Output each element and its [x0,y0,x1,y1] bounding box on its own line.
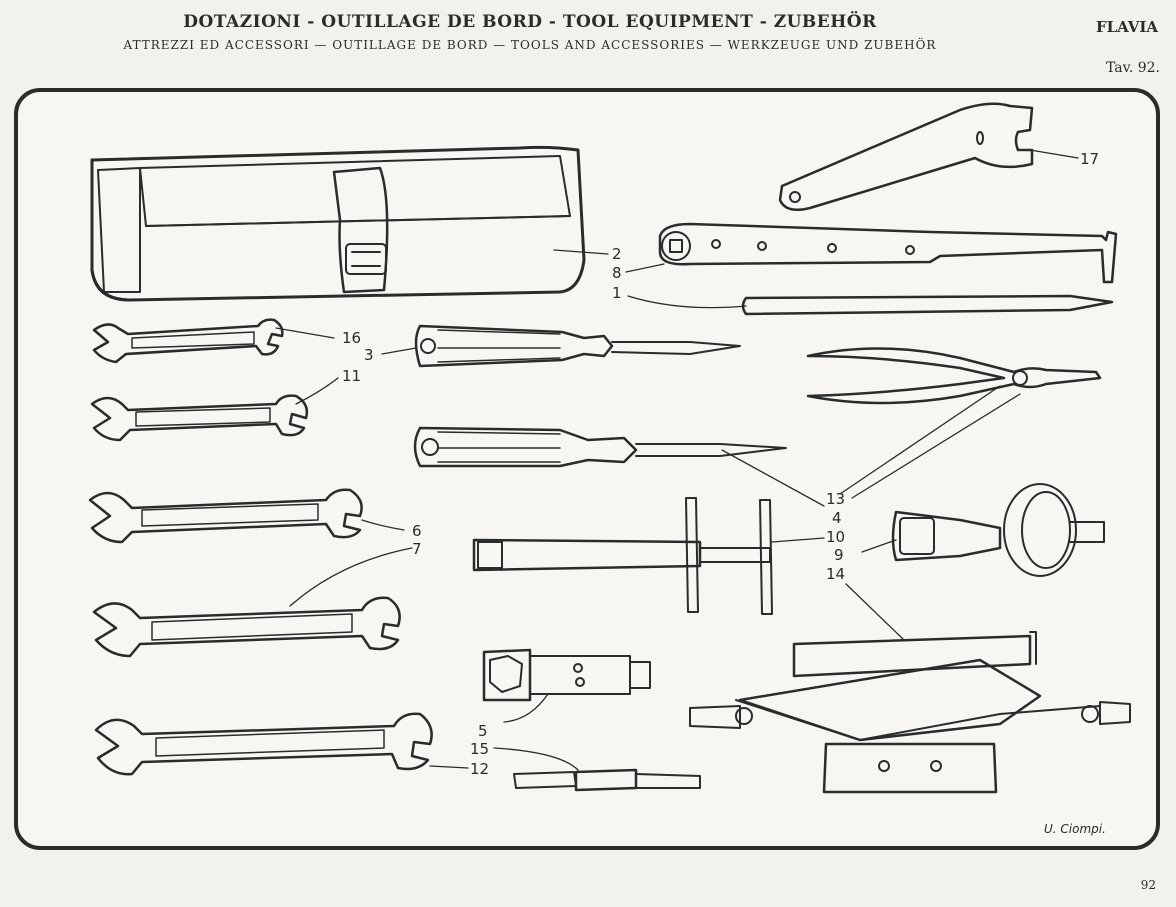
leader-lines [275,149,1079,771]
page-subtitle: ATTREZZI ED ACCESSORI — OUTILLAGE DE BOR… [123,38,937,52]
plug-spanner [482,648,651,702]
wheel-nut-wrench [778,102,1034,211]
callout-17: 17 [1080,150,1099,168]
callout-1: 1 [612,284,622,302]
callout-labels: 17 2 8 1 16 3 11 13 4 6 7 10 9 14 5 15 1… [342,150,1099,778]
page-title: DOTAZIONI - OUTILLAGE DE BORD - TOOL EQU… [183,12,877,32]
t-bar-box-spanner [472,497,773,615]
callout-4: 4 [832,509,842,527]
spanner-6 [88,488,363,544]
callout-11: 11 [342,367,361,385]
callout-16: 16 [342,329,361,347]
screwdriver-4 [413,426,787,468]
wheel-brace-socket [891,483,1105,577]
callout-5: 5 [478,722,488,740]
callout-6: 6 [412,522,422,540]
screwdriver-3 [414,324,741,368]
panel-frame [14,88,1160,850]
pliers [806,347,1102,405]
car-jack [689,631,1131,794]
callout-9: 9 [834,546,844,564]
model-name: FLAVIA [1095,18,1158,36]
callout-15: 15 [470,740,489,758]
page-number: 92 [1140,878,1156,892]
callout-7: 7 [412,540,422,558]
jack-handle [658,222,1118,284]
callout-14: 14 [826,565,845,583]
plate-number: Tav. 92. [1105,60,1160,76]
callout-3: 3 [364,346,374,364]
extension-rod [741,294,1114,316]
callout-2: 2 [612,245,622,263]
feeler-gauge [513,768,701,792]
tool-roll-bag [90,145,586,302]
callout-12: 12 [470,760,489,778]
spanner-16 [92,318,284,364]
spanner-11 [90,394,309,442]
spanner-7 [92,596,401,658]
artist-signature: U. Ciompi. [1044,822,1106,836]
spanner-12 [94,712,433,776]
callout-13: 13 [826,490,845,508]
callout-10: 10 [826,528,845,546]
callout-8: 8 [612,264,622,282]
